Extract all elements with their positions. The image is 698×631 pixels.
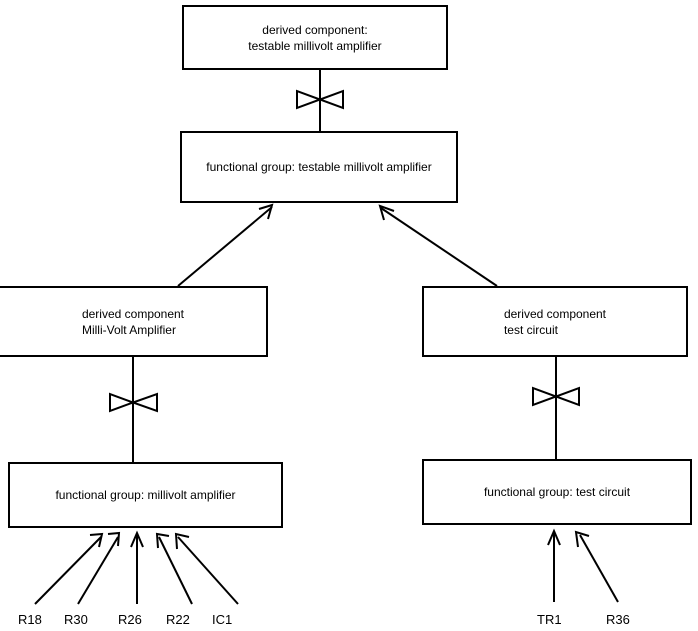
bowtie-derivation-symbol-left [109, 392, 158, 413]
node-top-derived-component-text: derived component:testable millivolt amp… [248, 22, 381, 54]
node-top-functional-group[interactable]: functional group: testable millivolt amp… [180, 131, 458, 203]
open-arrowhead-left [258, 203, 274, 220]
leaf-label-ic1[interactable]: IC1 [212, 612, 233, 627]
node-left-functional-group-label: functional group: millivolt amplifier [55, 488, 236, 502]
node-top-derived-component-line2: testable millivolt amplifier [248, 38, 382, 53]
node-top-derived-component-line1: derived component: [262, 22, 368, 37]
node-right-functional-group-label: functional group: test circuit [483, 485, 631, 499]
node-right-functional-group[interactable]: functional group: test circuit [422, 459, 692, 525]
node-top-functional-group-text: functional group: testable millivolt amp… [206, 159, 431, 175]
node-left-derived-component-line2: Milli-Volt Amplifier [81, 322, 176, 337]
node-top-derived-component[interactable]: derived component:testable millivolt amp… [182, 5, 448, 70]
node-right-functional-group-text: functional group: test circuit [484, 484, 630, 500]
node-right-derived-component-line1: derived component [503, 306, 607, 321]
generalization-line-right [380, 207, 498, 287]
open-arrowhead-right [378, 204, 395, 221]
leaf-arrow-ic1 [174, 532, 239, 605]
leaf-label-r30[interactable]: R30 [64, 612, 88, 627]
leaf-arrow-r36 [574, 530, 619, 603]
node-left-functional-group[interactable]: functional group: millivolt amplifier [8, 462, 283, 528]
leaf-arrow-r30 [77, 531, 121, 605]
leaf-arrow-tr1 [547, 528, 561, 602]
node-top-functional-group-label: functional group: testable millivolt amp… [206, 160, 432, 174]
leaf-label-r26[interactable]: R26 [118, 612, 142, 627]
node-right-derived-component-line2: test circuit [503, 322, 558, 337]
generalization-line-left [177, 206, 273, 287]
bowtie-derivation-symbol-top [296, 89, 344, 110]
leaf-arrow-r26 [130, 530, 144, 604]
node-left-derived-component-line1: derived component [81, 306, 185, 321]
bowtie-derivation-symbol-right [532, 386, 580, 407]
leaf-arrow-r18 [34, 532, 104, 605]
node-left-functional-group-text: functional group: millivolt amplifier [55, 487, 235, 503]
leaf-label-tr1[interactable]: TR1 [537, 612, 562, 627]
leaf-label-r18[interactable]: R18 [18, 612, 42, 627]
leaf-label-r22[interactable]: R22 [166, 612, 190, 627]
leaf-label-r36[interactable]: R36 [606, 612, 630, 627]
leaf-arrow-r22 [155, 532, 193, 605]
